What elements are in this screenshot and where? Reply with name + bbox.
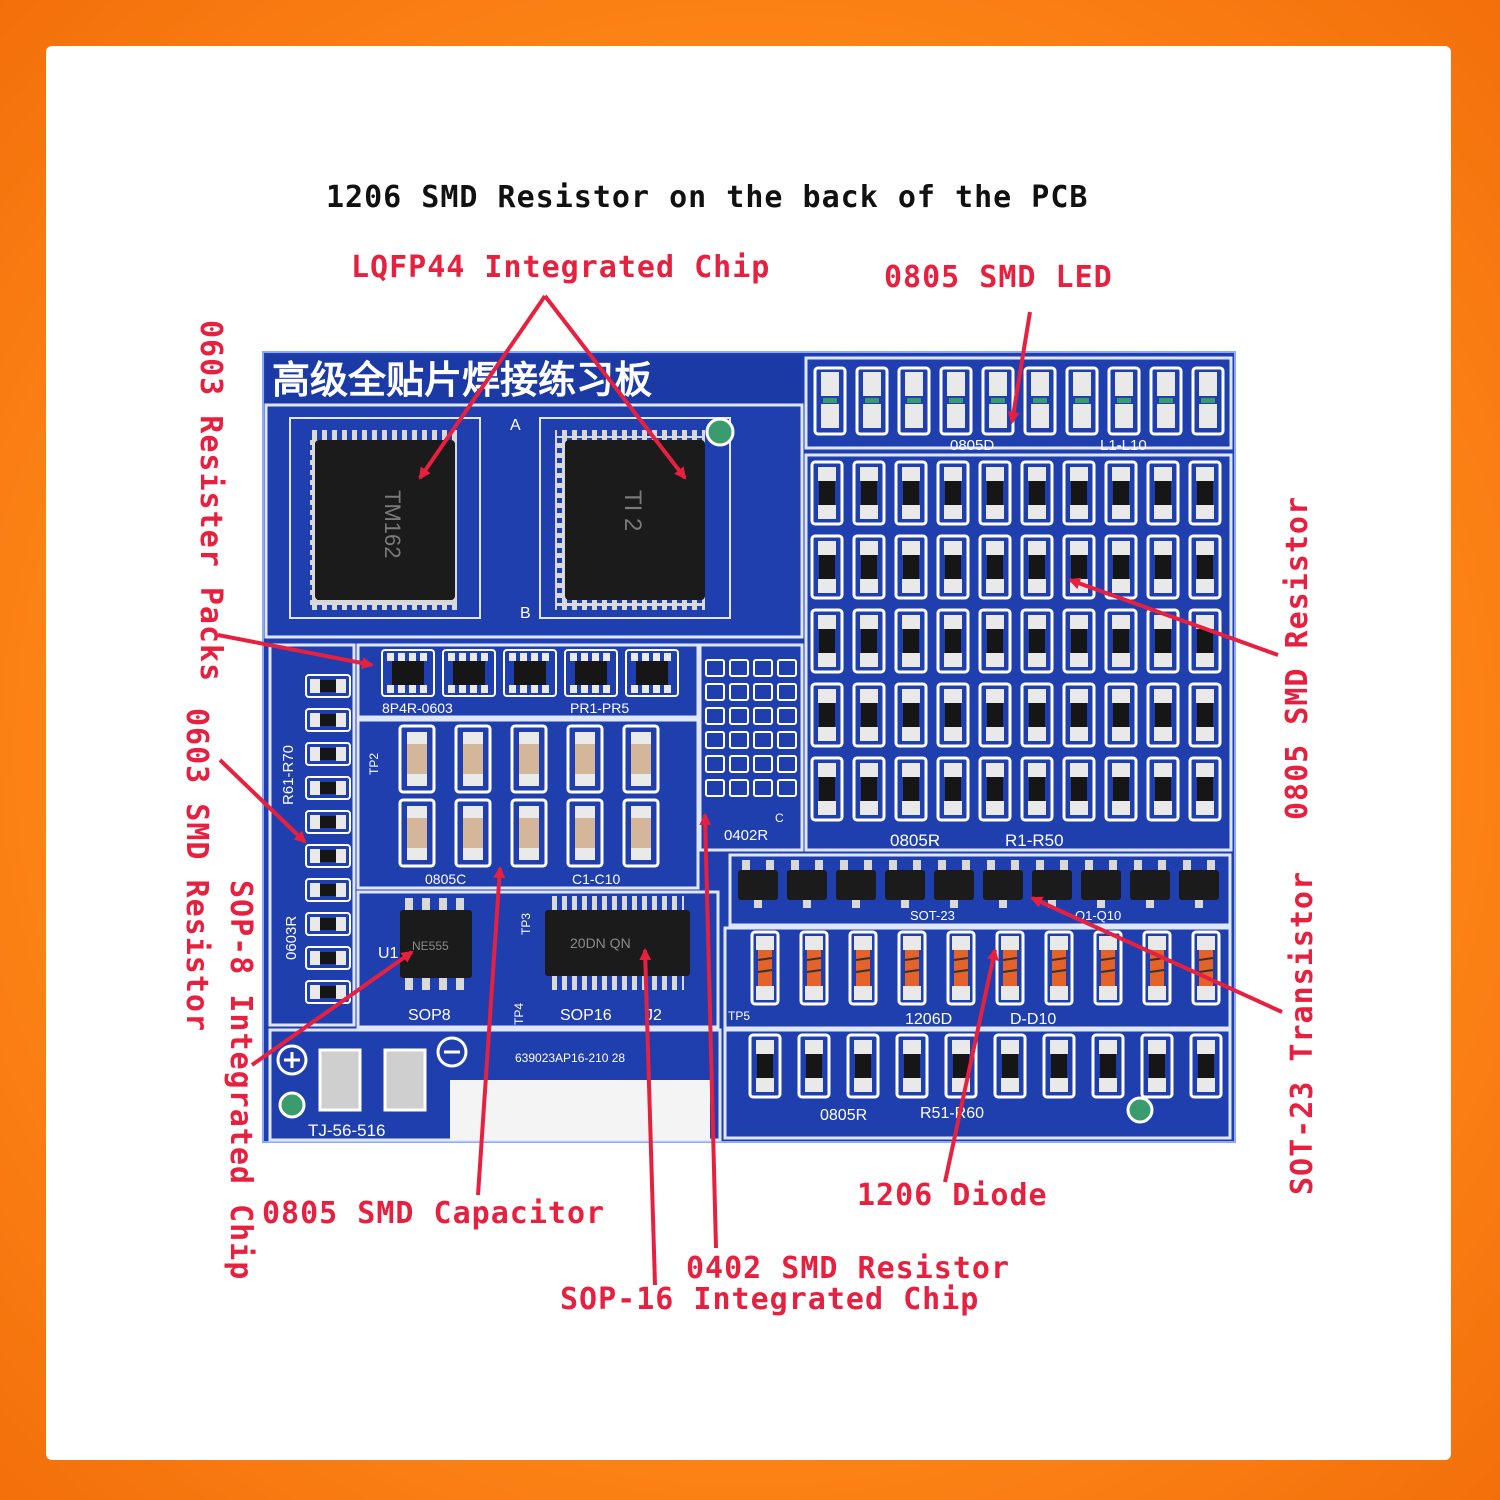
- sop16-chip: 20DN QN: [545, 896, 690, 990]
- board-header-text: 高级全贴片焊接练习板: [272, 358, 652, 402]
- label-resister-packs: 0603 Resister Packs: [193, 320, 228, 683]
- svg-text:R1-R50: R1-R50: [1005, 831, 1064, 850]
- svg-text:0805R: 0805R: [820, 1107, 867, 1124]
- lqfp-chip-1: TM162: [289, 417, 481, 619]
- svg-text:C: C: [775, 811, 784, 825]
- label-led: 0805 SMD LED: [884, 260, 1113, 295]
- svg-text:L1-L10: L1-L10: [1100, 437, 1147, 454]
- capacitor-grid: [398, 724, 660, 868]
- led-row: [813, 366, 1225, 436]
- svg-text:C1-C10: C1-C10: [572, 871, 620, 887]
- svg-text:0603R: 0603R: [283, 916, 300, 960]
- label-lqfp44: LQFP44 Integrated Chip: [351, 250, 771, 285]
- svg-text:TJ-56-516: TJ-56-516: [308, 1121, 385, 1140]
- svg-text:TM162: TM162: [380, 490, 405, 558]
- svg-text:0402R: 0402R: [724, 827, 768, 844]
- resistor-0603-column: [305, 674, 351, 1004]
- svg-text:TI 2: TI 2: [619, 490, 646, 531]
- callout-arrows: [217, 294, 1283, 1286]
- svg-text:Q1-Q10: Q1-Q10: [1075, 908, 1121, 923]
- svg-text:R61-R70: R61-R70: [280, 745, 297, 805]
- svg-text:TP2: TP2: [367, 753, 381, 775]
- svg-text:8P4R-0603: 8P4R-0603: [382, 700, 453, 716]
- diode-row: [750, 930, 1221, 1006]
- svg-text:SOP16: SOP16: [560, 1007, 612, 1024]
- svg-text:1206D: 1206D: [905, 1011, 952, 1028]
- lqfp-chip-2: TI 2: [539, 417, 731, 619]
- svg-text:SOT-23: SOT-23: [910, 908, 955, 923]
- label-sot23: SOT-23 Transistor: [1285, 870, 1320, 1195]
- svg-text:0805D: 0805D: [950, 437, 994, 454]
- label-0805-resistor: 0805 SMD Resistor: [1280, 495, 1315, 820]
- svg-text:U1: U1: [378, 945, 399, 962]
- resistor-packs: [381, 649, 679, 697]
- svg-text:NE555: NE555: [412, 939, 449, 953]
- svg-text:J2: J2: [645, 1007, 662, 1024]
- svg-text:B: B: [520, 605, 531, 622]
- top-title: 1206 SMD Resistor on the back of the PCB: [326, 180, 1089, 215]
- svg-text:20DN QN: 20DN QN: [570, 935, 631, 951]
- svg-text:639023AP16-210 28: 639023AP16-210 28: [515, 1051, 625, 1065]
- label-1206-diode: 1206 Diode: [857, 1178, 1048, 1213]
- resistor-grid: [810, 460, 1222, 822]
- svg-text:D-D10: D-D10: [1010, 1011, 1056, 1028]
- svg-text:PR1-PR5: PR1-PR5: [570, 700, 629, 716]
- svg-text:TP5: TP5: [728, 1009, 750, 1023]
- svg-text:TP4: TP4: [512, 1003, 526, 1025]
- svg-text:R51-R60: R51-R60: [920, 1105, 984, 1122]
- svg-text:SOP8: SOP8: [408, 1007, 451, 1024]
- label-0805-capacitor: 0805 SMD Capacitor: [262, 1196, 606, 1231]
- svg-text:0805C: 0805C: [425, 871, 466, 887]
- sop8-chip: NE555: [400, 898, 472, 990]
- label-sop16: SOP-16 Integrated Chip: [560, 1282, 980, 1317]
- label-0603-resistor: 0603 SMD Resistor: [179, 708, 214, 1033]
- label-0402-resistor: 0402 SMD Resistor: [686, 1251, 1011, 1286]
- sot23-row: [738, 860, 1219, 908]
- svg-text:TP3: TP3: [519, 913, 533, 935]
- svg-text:0805R: 0805R: [890, 831, 940, 850]
- label-sop8: SOP-8 Integrated Chip: [223, 880, 258, 1281]
- svg-text:A: A: [510, 417, 521, 434]
- resistor-0402-grid: [705, 659, 797, 797]
- resistor-row-r51: [748, 1033, 1223, 1099]
